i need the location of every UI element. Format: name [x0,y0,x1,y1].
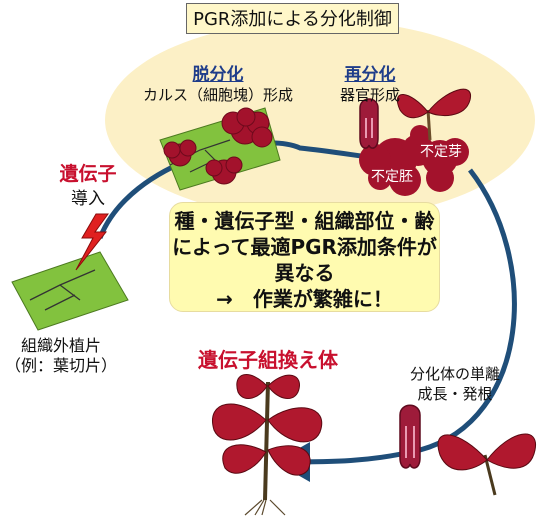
diagram-title: PGR添加による分化制御 [186,3,399,34]
plant-icon [212,374,323,516]
gene-intro-line2: 導入 [71,189,105,209]
note-line3: 異なる [274,261,335,285]
explant-line1: 組織外植片 [20,336,101,355]
dedifferentiation-heading: 脱分化 [192,65,244,85]
isolation-line1: 分化体の単離 [409,365,500,383]
note-line2: によって最適PGR添加条件が [172,235,437,259]
background-ellipse [105,20,535,220]
gene-intro-line1: 遺伝子 [59,163,117,185]
adventitious-embryo-label: 不定胚 [371,169,413,185]
isolated-shoot-icon [399,404,536,496]
redifferentiation-heading: 再分化 [344,65,396,85]
note-line4: → 作業が繁雑に！ [216,287,393,311]
adventitious-shoot-label: 不定芽 [420,144,462,160]
explant-line2: （例：葉切片） [4,356,117,375]
cycle-arrow-right [275,168,517,482]
note-line1: 種・遺伝子型・組織部位・齢 [174,209,435,233]
redifferentiation-sub: 器官形成 [339,86,400,104]
callus-icon [159,107,281,191]
dedifferentiation-sub: カルス（細胞塊）形成 [142,86,293,104]
note-box: 種・遺伝子型・組織部位・齢 によって最適PGR添加条件が 異なる → 作業が繁雑… [169,202,440,312]
explant-icon [11,251,129,331]
lightning-bolt-icon [75,213,109,271]
shoot-icon [359,88,471,196]
transgenic-label: 遺伝子組換え体 [198,348,338,372]
isolation-line2: 成長・発根 [417,385,493,403]
